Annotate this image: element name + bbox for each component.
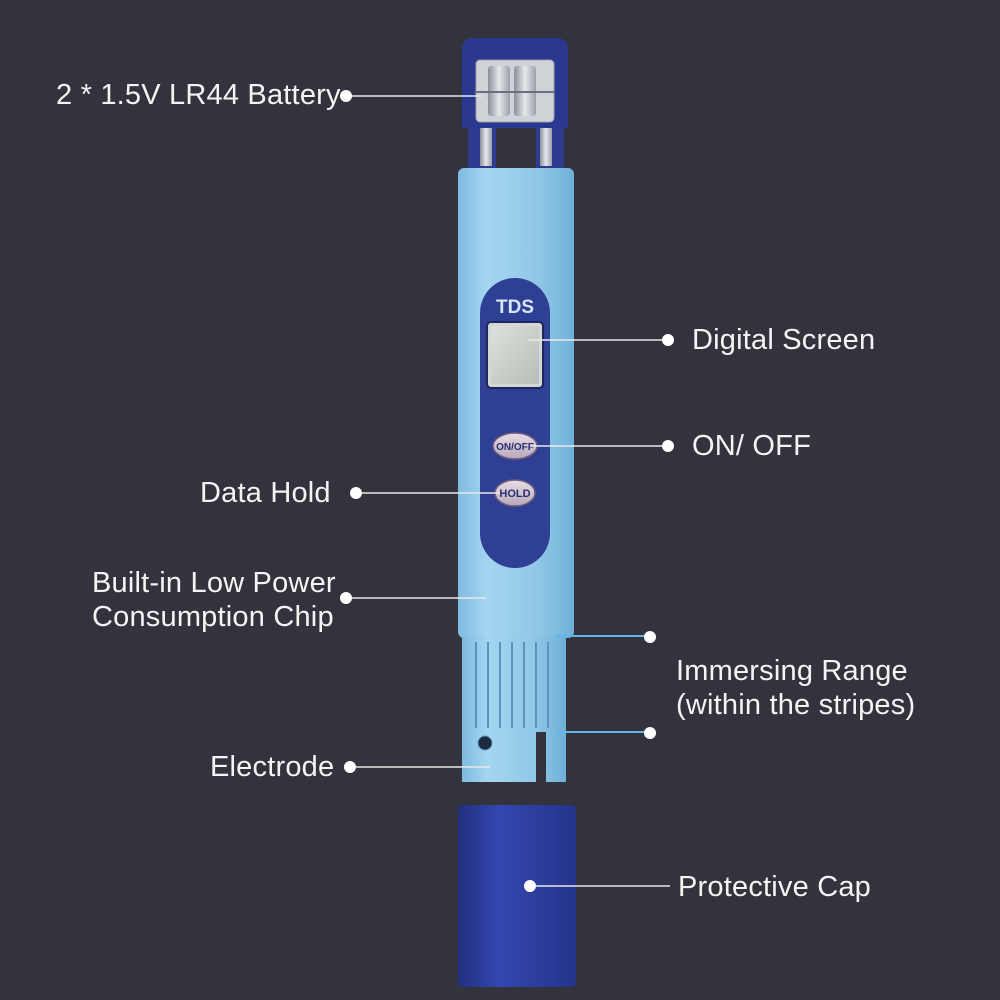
battery-compartment	[462, 38, 568, 168]
hold-button-label: HOLD	[499, 488, 530, 500]
dot-electrode	[344, 761, 356, 773]
electrode-section	[462, 635, 648, 782]
dot-immersing-top	[644, 631, 656, 643]
electrode-hole	[477, 735, 493, 751]
dot-chip	[340, 592, 352, 604]
dot-hold	[350, 487, 362, 499]
dot-battery	[340, 90, 352, 102]
leader-lines	[340, 90, 674, 892]
immersion-stripes	[475, 642, 549, 728]
protective-cap	[458, 805, 576, 987]
battery-contact-right	[540, 120, 552, 166]
label-immersing-range: Immersing Range (within the stripes)	[676, 654, 915, 722]
label-immersing-line1: Immersing Range	[676, 655, 908, 687]
label-data-hold: Data Hold	[200, 477, 331, 509]
dot-screen	[662, 334, 674, 346]
label-chip-line2: Consumption Chip	[92, 601, 334, 633]
dot-immersing-bottom	[644, 727, 656, 739]
tds-brand-text: TDS	[496, 297, 534, 318]
label-battery: 2 * 1.5V LR44 Battery	[56, 79, 341, 111]
dot-cap	[524, 880, 536, 892]
electrode-housing	[462, 636, 566, 782]
battery-contact-left	[480, 120, 492, 166]
label-protective-cap: Protective Cap	[678, 871, 871, 903]
on-off-button-label: ON/OFF	[496, 442, 534, 453]
dot-on-off	[662, 440, 674, 452]
digital-screen	[491, 326, 539, 384]
label-digital-screen: Digital Screen	[692, 324, 876, 356]
label-on-off: ON/ OFF	[692, 430, 812, 462]
label-chip-line1: Built-in Low Power	[92, 567, 336, 599]
meter-body: TDS ON/OFF HOLD	[458, 168, 574, 638]
label-immersing-line2: (within the stripes)	[676, 689, 916, 721]
label-electrode: Electrode	[210, 751, 335, 783]
label-chip: Built-in Low Power Consumption Chip	[92, 566, 336, 634]
